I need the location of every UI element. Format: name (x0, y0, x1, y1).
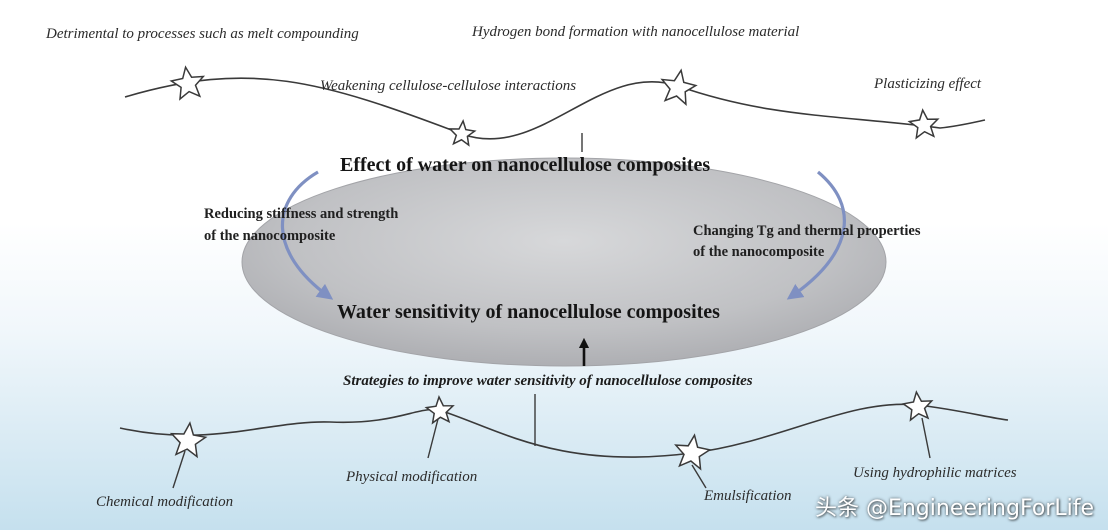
pointer-physical (427, 418, 439, 459)
left-effect-line-1: Reducing stiffness and strength (204, 206, 398, 222)
strategies-title: Strategies to improve water sensitivity … (343, 373, 753, 389)
note-melt-compounding: Detrimental to processes such as melt co… (45, 26, 359, 42)
note-chemical-modification: Chemical modification (96, 494, 233, 510)
right-effect-line-1: Changing Tg and thermal properties (693, 223, 921, 239)
right-curved-arrow (786, 170, 846, 300)
star-emulsification-icon (674, 433, 712, 471)
note-hydrophilic-matrices: Using hydrophilic matrices (853, 465, 1017, 481)
star-chemical-modification-icon (169, 421, 208, 459)
watermark: 头条 @EngineeringForLife (814, 496, 1094, 521)
bottom-wave-line (119, 403, 1009, 458)
star-hydrophilic-matrices-icon (901, 390, 934, 422)
pointer-hydrophilic (921, 417, 931, 459)
note-emulsification: Emulsification (703, 488, 792, 504)
star-plasticizing-icon (907, 108, 940, 140)
left-effect-line-2: of the nanocomposite (204, 228, 336, 244)
pointer-emulsification (691, 464, 707, 489)
left-curved-arrow (280, 170, 334, 300)
star-melt-compounding-icon (169, 65, 206, 101)
water-sensitivity-ellipse (241, 157, 887, 367)
star-weakening-interactions-icon (448, 119, 477, 147)
star-physical-modification-icon (424, 395, 455, 425)
star-markers (169, 65, 940, 471)
right-effect-line-2: of the nanocomposite (693, 244, 825, 260)
pointer-chemical (172, 450, 186, 489)
note-weakening-interactions: Weakening cellulose-cellulose interactio… (320, 78, 576, 94)
star-hydrogen-bond-icon (660, 68, 698, 106)
effect-of-water-title: Effect of water on nanocellulose composi… (340, 154, 710, 176)
note-hydrogen-bond: Hydrogen bond formation with nanocellulo… (471, 24, 799, 40)
water-sensitivity-title: Water sensitivity of nanocellulose compo… (337, 301, 720, 323)
note-plasticizing: Plasticizing effect (873, 76, 982, 92)
note-physical-modification: Physical modification (345, 469, 477, 485)
